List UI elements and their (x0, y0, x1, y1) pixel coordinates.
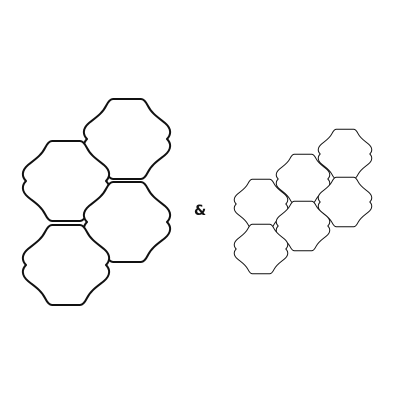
small-tile-group (233, 128, 373, 275)
ampersand-separator: & (194, 203, 207, 219)
large-tile-group (21, 98, 172, 306)
